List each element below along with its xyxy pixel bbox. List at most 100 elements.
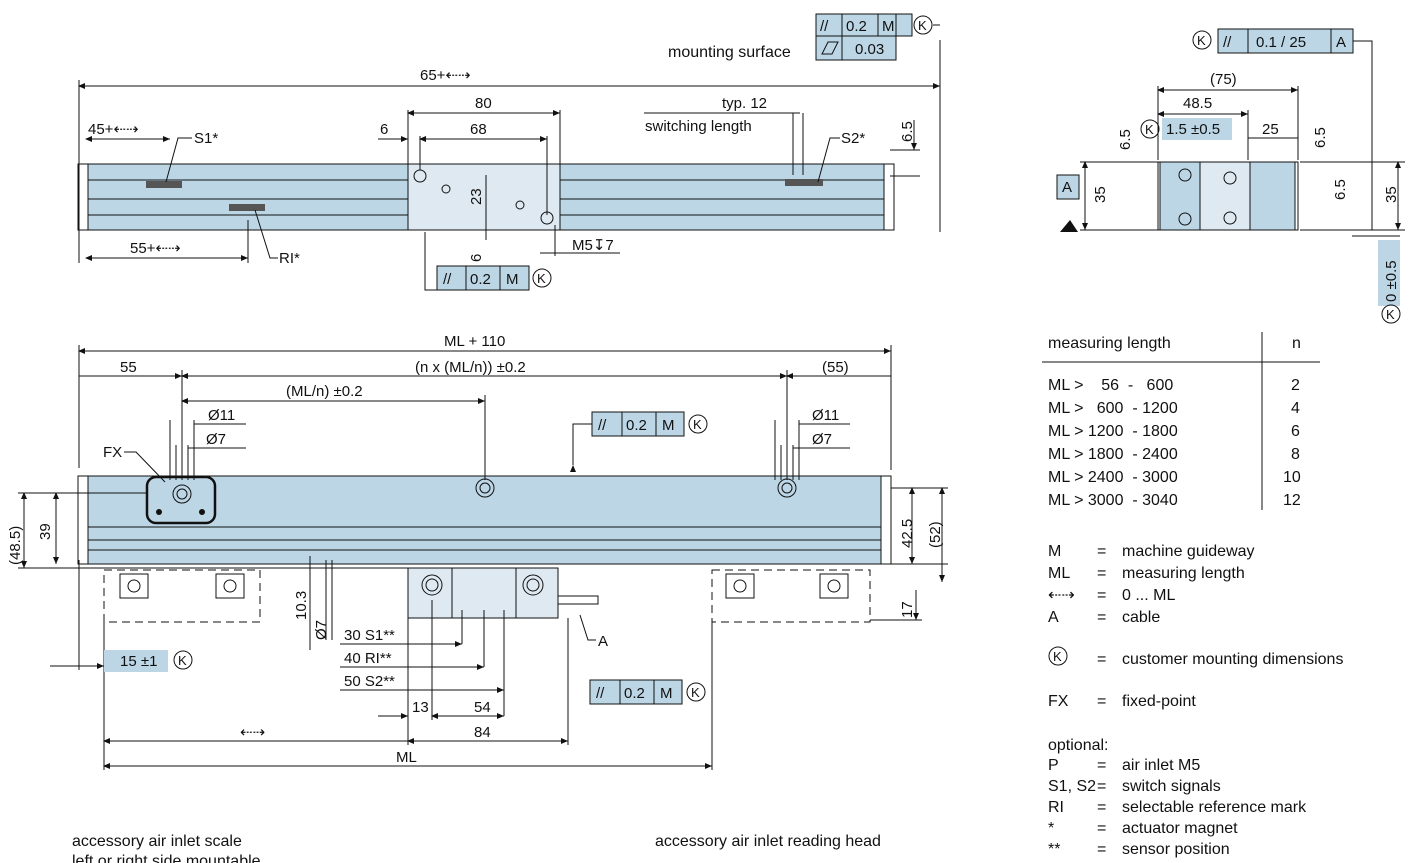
svg-text:=: =	[1097, 757, 1106, 774]
dim-35-right: 35	[1383, 186, 1400, 203]
dim-52: (52)	[927, 521, 944, 548]
legend-opt-key: *	[1048, 820, 1054, 837]
dim-6-5-c: 6.5	[1332, 179, 1349, 200]
k-circle-icon	[1048, 646, 1068, 666]
table-row-n: 2	[1291, 377, 1300, 394]
label-ri: RI*	[279, 250, 300, 267]
dim-nxml: (n x (ML/n)) ±0.2	[415, 359, 526, 376]
legend-optional: optional:	[1048, 737, 1109, 754]
legend-fx-key: FX	[1048, 693, 1069, 710]
dim-0: 0 ±0.5	[1383, 260, 1400, 302]
dim-55-right: (55)	[822, 359, 849, 376]
svg-text:K: K	[1197, 33, 1206, 48]
dim-d11-right: Ø11	[812, 407, 839, 424]
svg-text://: //	[598, 417, 607, 434]
svg-text:=: =	[1097, 778, 1106, 795]
sensor-ri: 40 RI**	[344, 650, 392, 667]
svg-text:=: =	[1097, 841, 1106, 858]
legend-opt-key: **	[1048, 841, 1060, 858]
svg-text:=: =	[1097, 799, 1106, 816]
dim-25: 25	[1262, 121, 1279, 138]
dim-39: 39	[37, 523, 54, 540]
legend-key: A	[1048, 609, 1059, 626]
dim-6-5-side: 6.5	[1117, 129, 1134, 150]
tol-top-m: M	[882, 18, 895, 35]
dim-55-front: 55	[120, 359, 137, 376]
legend-opt-value: switch signals	[1122, 778, 1221, 795]
datum-a	[1056, 174, 1080, 200]
tolerance-frame-front	[591, 411, 685, 437]
legend-opt-value: selectable reference mark	[1122, 799, 1307, 816]
tol-front: 0.2	[626, 417, 647, 434]
dim-48-5: 48.5	[1183, 95, 1212, 112]
legend-fx-value: fixed-point	[1122, 693, 1196, 710]
legend: M = machine guideway ML = measuring leng…	[1048, 543, 1343, 858]
svg-text:=: =	[1097, 820, 1106, 837]
svg-text:=: =	[1097, 651, 1106, 668]
dim-75: (75)	[1210, 71, 1237, 88]
svg-text:=: =	[1097, 693, 1106, 710]
dim-10-3: 10.3	[293, 591, 310, 620]
legend-opt-key: RI	[1048, 799, 1064, 816]
dim-45: 45+⇠⇢	[88, 121, 139, 138]
tolerance-frame-under	[436, 265, 530, 291]
dim-23: 23	[468, 188, 485, 205]
dim-42-5: 42.5	[899, 519, 916, 548]
table-row-range: ML > 56 - 600	[1048, 377, 1173, 394]
footer-head: accessory air inlet reading head	[655, 833, 881, 850]
side-view: K // 0.1 / 25 A (75) 48.5 K 1.5 ±0.5 25 …	[1056, 12, 1405, 324]
dim-54: 54	[474, 699, 491, 716]
svg-text:=: =	[1097, 543, 1106, 560]
dim-17: 17	[899, 601, 916, 618]
reading-head-top	[407, 163, 561, 231]
dim-13: 13	[412, 699, 429, 716]
legend-opt-value: sensor position	[1122, 841, 1230, 858]
table-row-n: 12	[1283, 492, 1301, 509]
arrow-ml: ⇠⇢	[240, 724, 265, 741]
sensor-s2: 50 S2**	[344, 673, 395, 690]
dim-68: 68	[470, 121, 487, 138]
tol-under-m: M	[506, 271, 519, 288]
tol-under: 0.2	[470, 271, 491, 288]
legend-key: ML	[1048, 565, 1070, 582]
svg-text:=: =	[1097, 565, 1106, 582]
legend-opt-key: P	[1048, 757, 1059, 774]
table-row-n: 4	[1291, 400, 1300, 417]
table-row-n: 6	[1291, 423, 1300, 440]
scale-body-front	[85, 475, 890, 565]
legend-opt-value: actuator magnet	[1122, 820, 1238, 837]
tol-top-2: 0.03	[855, 41, 884, 58]
label-fx: FX	[103, 444, 122, 461]
label-s2: S2*	[841, 130, 865, 147]
table-row-range: ML > 1200 - 1800	[1048, 423, 1178, 440]
svg-text:K: K	[1145, 122, 1154, 137]
side-tol-value: 0.1 / 25	[1256, 34, 1306, 51]
dim-1-5-box	[1162, 118, 1232, 140]
table-row-n: 8	[1291, 446, 1300, 463]
svg-text:K: K	[693, 417, 702, 432]
svg-text://: //	[443, 271, 452, 288]
sensor-s1: 30 S1**	[344, 627, 395, 644]
legend-value: 0 ... ML	[1122, 587, 1175, 604]
dim-ml: ML	[396, 749, 417, 766]
svg-text://: //	[1223, 34, 1232, 51]
legend-opt-value: air inlet M5	[1122, 757, 1200, 774]
switching-length: switching length	[645, 118, 752, 135]
dim-6: 6	[380, 121, 388, 138]
dim-d7-right: Ø7	[812, 431, 832, 448]
svg-text:K: K	[918, 18, 927, 33]
svg-text:K: K	[1053, 649, 1062, 664]
legend-value: machine guideway	[1122, 543, 1255, 560]
measuring-length-table: measuring length n ML > 56 - 600 2 ML > …	[1042, 332, 1320, 510]
dim-1-5: 1.5 ±0.5	[1166, 121, 1220, 138]
svg-text:K: K	[178, 653, 187, 668]
table-header-right: n	[1292, 335, 1301, 352]
dim-6-5: 6.5	[899, 121, 916, 142]
table-row-range: ML > 2400 - 3000	[1048, 469, 1178, 486]
dim-65: 65+⇠⇢	[420, 67, 471, 84]
footer-scale-2: left or right side mountable	[72, 853, 261, 863]
svg-text://: //	[596, 685, 605, 702]
dim-35: 35	[1092, 186, 1109, 203]
svg-text:K: K	[537, 271, 546, 286]
tol-top-1: 0.2	[846, 18, 867, 35]
